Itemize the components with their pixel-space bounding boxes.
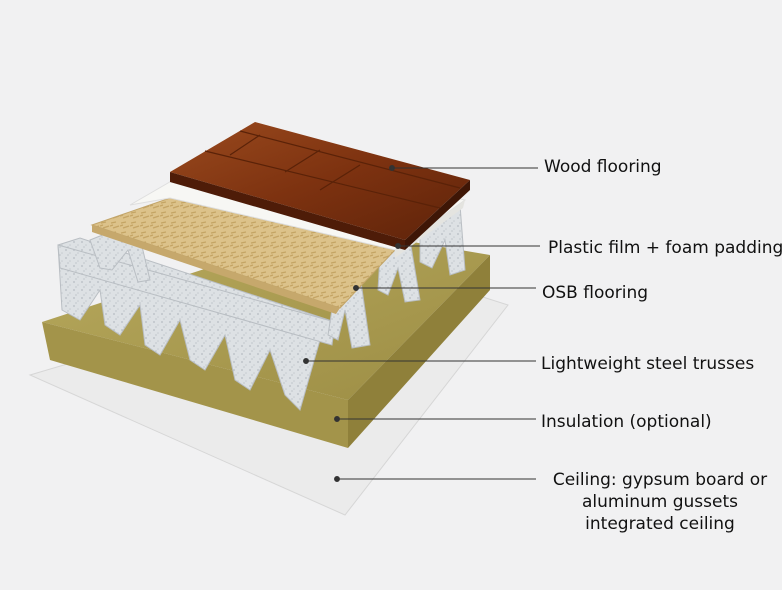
label-osb-flooring: OSB flooring (542, 283, 649, 303)
leader-lines (303, 165, 540, 482)
label-ceiling-line2: aluminum gussets (582, 492, 738, 512)
label-ceiling-line3: integrated ceiling (585, 514, 735, 534)
label-steel-trusses: Lightweight steel trusses (541, 354, 755, 374)
label-insulation: Insulation (optional) (541, 412, 712, 432)
label-ceiling-line1: Ceiling: gypsum board or (552, 470, 768, 490)
wood-flooring-planks (170, 122, 470, 250)
label-ceiling: Ceiling: gypsum board or aluminum gusset… (545, 469, 775, 535)
label-wood-flooring: Wood flooring (544, 157, 662, 177)
label-plastic-film: Plastic film + foam padding (548, 238, 782, 258)
